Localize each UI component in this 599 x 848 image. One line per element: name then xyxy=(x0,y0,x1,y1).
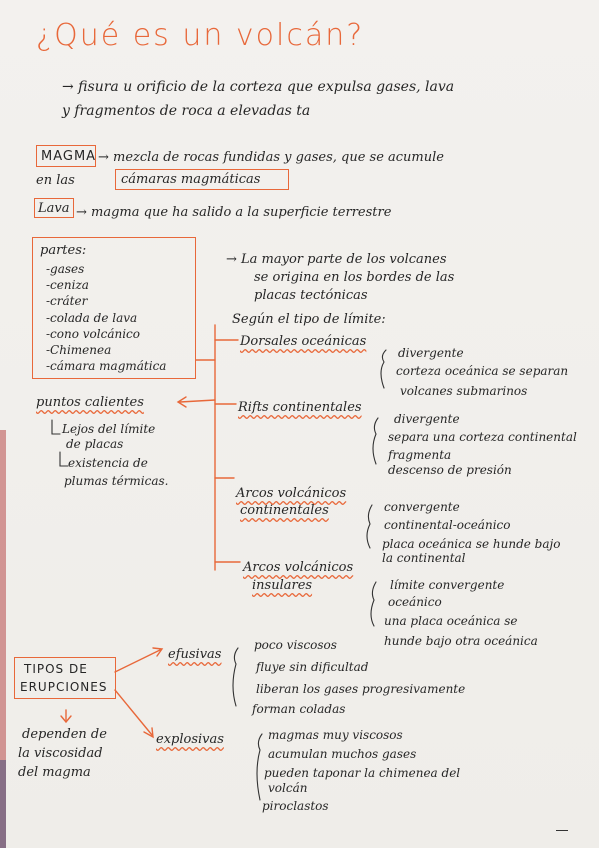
origin-line-1: → La mayor parte de los volcanes xyxy=(226,252,447,267)
arcos-ins-item: una placa oceánica se xyxy=(384,614,518,628)
arcos-ins-item: oceánico xyxy=(388,595,442,609)
rifts-item: divergente xyxy=(394,412,460,426)
efusivas-item: forman coladas xyxy=(252,702,346,716)
erupciones-note-3: del magma xyxy=(18,765,91,780)
partes-item: -Chimenea xyxy=(46,343,112,357)
rifts-item: fragmenta xyxy=(388,448,452,462)
erupciones-note-1: dependen de xyxy=(22,727,107,742)
puntos-line-1: Lejos del límite xyxy=(62,422,156,436)
corner-mark xyxy=(556,830,568,831)
explosivas-item: piroclastos xyxy=(262,799,329,813)
origin-line-3: placas tectónicas xyxy=(254,288,368,303)
erupciones-label-2: ERUPCIONES xyxy=(20,680,108,694)
erupciones-label-1: TIPOS DE xyxy=(24,662,88,676)
dorsales-title: Dorsales oceánicas xyxy=(240,334,367,349)
efusivas-item: liberan los gases progresivamente xyxy=(256,682,466,696)
magma-text-1: → mezcla de rocas fundidas y gases, que … xyxy=(98,150,444,165)
efusivas-item: fluye sin dificultad xyxy=(256,660,369,674)
partes-box xyxy=(32,237,196,379)
arcos-cont-title-2: continentales xyxy=(240,503,329,518)
rifts-item: separa una corteza continental xyxy=(388,430,577,444)
definition-line-2: y fragmentos de roca a elevadas ta xyxy=(62,103,311,119)
rifts-item: descenso de presión xyxy=(388,463,512,477)
partes-item: -cráter xyxy=(46,294,88,308)
arcos-ins-title-2: insulares xyxy=(252,578,313,593)
puntos-line-2: de placas xyxy=(66,437,124,451)
arcos-cont-item: la continental xyxy=(382,551,466,565)
page-title: ¿Qué es un volcán? xyxy=(36,18,365,53)
partes-item: -colada de lava xyxy=(46,311,138,325)
explosivas-item: pueden taponar la chimenea del xyxy=(264,766,461,780)
camaras-box xyxy=(115,169,289,190)
arcos-cont-item: convergente xyxy=(384,500,460,514)
arcos-cont-item: continental-oceánico xyxy=(384,518,511,532)
dorsales-item: volcanes submarinos xyxy=(400,384,528,398)
background-edge-dark xyxy=(0,760,6,848)
partes-item: -cámara magmática xyxy=(46,359,167,373)
efusivas-item: poco viscosos xyxy=(254,638,337,652)
arcos-cont-item: placa oceánica se hunde bajo xyxy=(382,537,561,551)
background-edge xyxy=(0,430,6,848)
explosivas-title: explosivas xyxy=(156,732,224,747)
lava-text: → magma que ha salido a la superficie te… xyxy=(76,205,392,220)
arcos-ins-title-1: Arcos volcánicos xyxy=(243,560,354,575)
dorsales-item: divergente xyxy=(398,346,464,360)
erupciones-box xyxy=(14,657,116,699)
puntos-line-4: plumas térmicas. xyxy=(64,474,169,488)
partes-item: -ceniza xyxy=(46,278,89,292)
arcos-ins-item: límite convergente xyxy=(390,578,505,592)
lava-box xyxy=(34,198,74,218)
camaras-label: cámaras magmáticas xyxy=(121,172,261,187)
lava-label: Lava xyxy=(38,201,70,216)
dorsales-item: corteza oceánica se separan xyxy=(396,364,569,378)
explosivas-item: volcán xyxy=(268,781,308,795)
partes-item: -gases xyxy=(46,262,85,276)
partes-title: partes: xyxy=(40,243,87,258)
magma-text-2: en las xyxy=(36,173,75,188)
rifts-title: Rifts continentales xyxy=(238,400,362,415)
origin-line-2: se origina en los bordes de las xyxy=(254,270,455,285)
puntos-line-3: existencia de xyxy=(68,456,148,470)
erupciones-note-2: la viscosidad xyxy=(18,746,103,761)
segun-label: Según el tipo de límite: xyxy=(232,312,386,327)
partes-item: -cono volcánico xyxy=(46,327,140,341)
efusivas-title: efusivas xyxy=(168,647,222,662)
arcos-cont-title-1: Arcos volcánicos xyxy=(236,486,347,501)
magma-label: MAGMA xyxy=(41,149,97,164)
magma-box xyxy=(36,145,96,167)
definition-line-1: → fisura u orificio de la corteza que ex… xyxy=(62,79,455,95)
arcos-ins-item: hunde bajo otra oceánica xyxy=(384,634,538,648)
explosivas-item: acumulan muchos gases xyxy=(268,747,417,761)
explosivas-item: magmas muy viscosos xyxy=(268,728,403,742)
puntos-title: puntos calientes xyxy=(36,395,144,410)
